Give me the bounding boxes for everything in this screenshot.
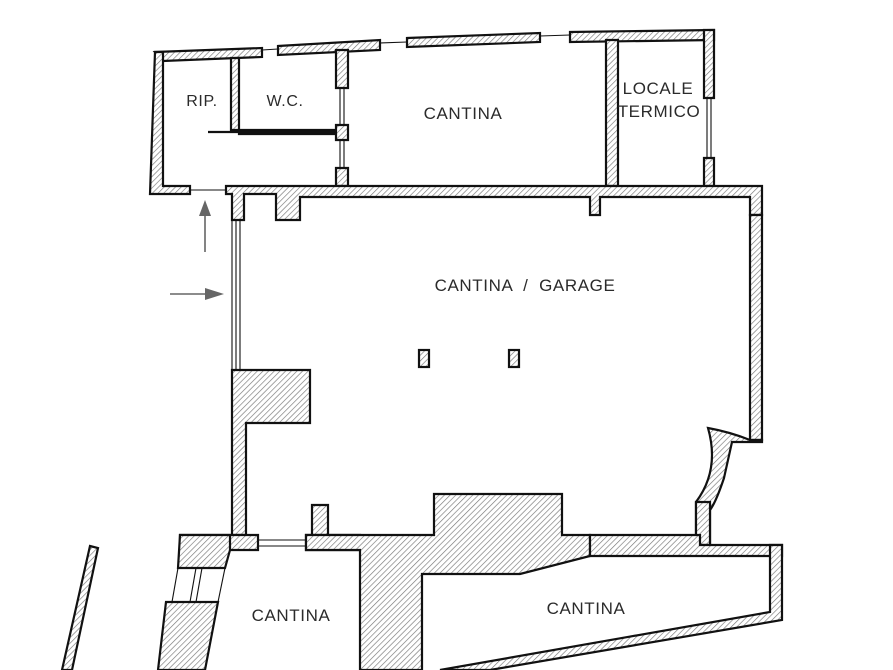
room-label-cantina-bottom-right: CANTINA: [547, 599, 626, 618]
mid-horizontal-wall: [224, 184, 764, 222]
window-line: [539, 34, 571, 37]
top-outer-wall: [152, 46, 264, 63]
window-line: [171, 567, 179, 603]
garage-walls: [178, 213, 784, 670]
lower-left-wall: [176, 533, 232, 570]
entrance-arrow-up: [199, 200, 211, 252]
cantina-locale-divider: [604, 38, 620, 188]
window-line: [189, 567, 197, 603]
outer-wall-fragment: [60, 544, 100, 670]
lower-right-wall: [439, 543, 784, 670]
room-label-wc: W.C.: [266, 93, 303, 110]
window-line: [379, 41, 408, 44]
window-line: [261, 48, 279, 51]
wc-cantina-divider-low: [334, 166, 350, 188]
entrance-opening: [190, 189, 241, 370]
room-label-garage: CANTINA / GARAGE: [435, 276, 616, 295]
room-label-rip: RIP.: [186, 93, 217, 110]
pillar: [507, 348, 521, 369]
lower-rooms-walls: [60, 533, 784, 670]
locale-right-wall: [702, 28, 716, 100]
locale-right-wall-low: [702, 156, 716, 188]
top-outer-wall-2: [276, 38, 382, 57]
wc-cantina-divider-top: [334, 48, 350, 90]
pillar: [417, 348, 431, 369]
room-label-cantina-top: CANTINA: [424, 104, 503, 123]
room-label-locale-line2: TERMICO: [618, 102, 701, 121]
lower-left-wall-2: [156, 600, 220, 670]
garage-right-wall: [748, 213, 764, 442]
room-label-cantina-bottom-left: CANTINA: [252, 606, 331, 625]
room-label-locale-line1: LOCALE: [623, 79, 694, 98]
entrance-arrow-right: [170, 288, 224, 300]
rip-left-wall: [148, 50, 192, 196]
garage-left-pier: [230, 368, 312, 537]
upper-rooms-walls: [148, 28, 764, 222]
window-line: [195, 567, 203, 603]
top-outer-wall-4: [568, 28, 716, 44]
window-line: [217, 567, 226, 603]
garage-niche: [694, 426, 764, 547]
rip-wc-divider: [229, 56, 241, 132]
garage-bottom-wall-right: [588, 533, 784, 558]
wc-cantina-divider-mid: [334, 123, 350, 142]
stub-wall: [310, 503, 330, 537]
central-mass: [304, 492, 592, 670]
top-outer-wall-3: [405, 31, 542, 49]
